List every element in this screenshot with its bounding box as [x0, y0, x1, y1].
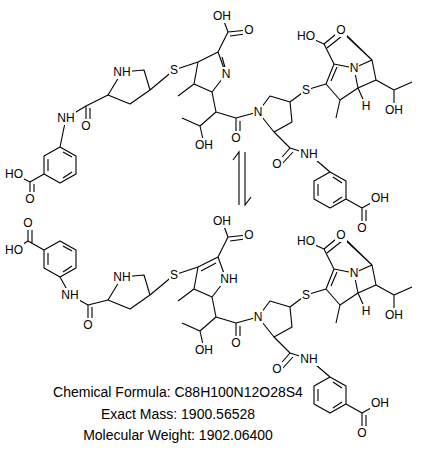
atom-label: OH [212, 214, 232, 228]
atom-label: NH [299, 352, 318, 366]
double-bond [201, 263, 216, 271]
atom-label: H [361, 304, 372, 318]
atom-label: O [24, 192, 35, 206]
equilibrium-arrow [233, 152, 251, 205]
atom-label: HO [296, 234, 316, 248]
atom-label: O [82, 318, 93, 332]
benzoic-amide [14, 225, 108, 323]
atom-label: N [349, 61, 360, 75]
atom-label: O [80, 119, 91, 133]
atom-label: N [349, 266, 360, 280]
atom-label: OH [212, 9, 232, 23]
atom-label: OH [194, 343, 214, 357]
imine-tautomer [108, 16, 412, 226]
atom-label: OH [370, 396, 390, 410]
atom-label: OH [384, 308, 404, 322]
atom-label: HO [296, 29, 316, 43]
atom-label: O [243, 228, 254, 242]
benzoic-amide [14, 95, 108, 197]
atom-label: O [271, 157, 282, 171]
atom-label: HO [4, 167, 24, 181]
atom-label: NH [219, 272, 238, 286]
atom-label: S [301, 288, 311, 302]
atom-label: O [356, 221, 367, 235]
atom-label: O [230, 131, 241, 145]
atom-label: HO [4, 243, 24, 257]
atom-label: NH [112, 270, 131, 284]
atom-label: O [230, 336, 241, 350]
atom-label: N [253, 310, 264, 324]
formula-text: Exact Mass: 1900.56528 [101, 407, 255, 422]
atom-label: NH [60, 288, 79, 302]
atom-label: OH [370, 191, 390, 205]
formula-text: Chemical Formula: C88H100N12O28S4 [53, 385, 303, 400]
atom-label: O [335, 23, 346, 37]
atom-label: O [271, 362, 282, 376]
atom-label: NH [56, 111, 75, 125]
atom-label: NH [112, 65, 131, 79]
atom-label: S [169, 268, 179, 282]
atom-label: N [253, 105, 264, 119]
atom-label: O [335, 228, 346, 242]
atom-label: OH [194, 138, 214, 152]
enamine-tautomer [14, 221, 412, 431]
atom-label: O [22, 216, 33, 230]
atom-label: S [301, 83, 311, 97]
atom-label: O [356, 426, 367, 440]
atom-label: S [169, 63, 179, 77]
atom-label: NH [299, 147, 318, 161]
atom-label: OH [384, 103, 404, 117]
atom-label: N [221, 67, 232, 81]
atom-label: O [243, 23, 254, 37]
formula-text: Molecular Weight: 1902.06400 [83, 428, 273, 443]
atom-label: H [361, 99, 372, 113]
